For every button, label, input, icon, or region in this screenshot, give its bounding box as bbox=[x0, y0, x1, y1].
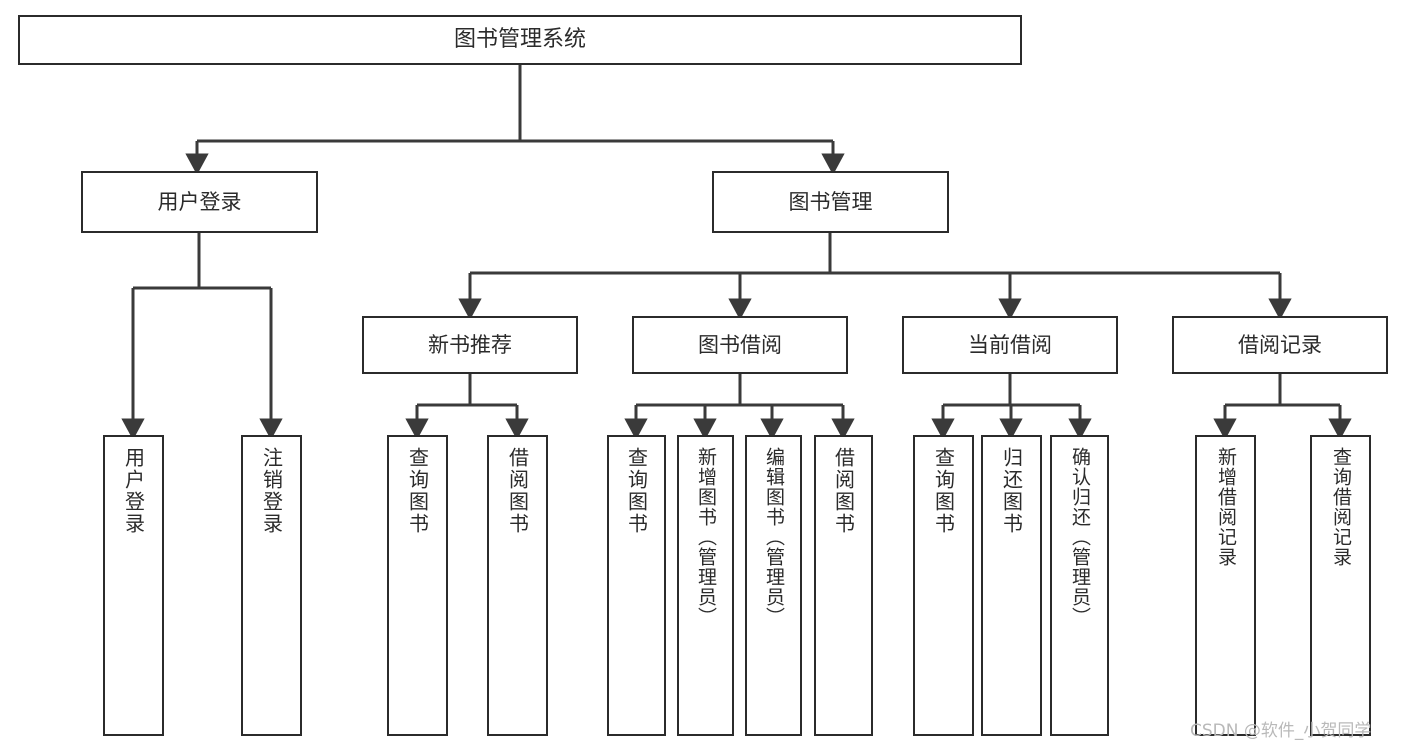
leaf-edit-book-admin[interactable]: 编辑图书（管理员） bbox=[745, 435, 802, 736]
csdn-watermark: CSDN @软件_小贺同学 bbox=[1190, 721, 1372, 741]
node-label: 新增图书（管理员） bbox=[695, 447, 717, 627]
leaf-return-book[interactable]: 归还图书 bbox=[981, 435, 1042, 736]
node-new-book-recommend[interactable]: 新书推荐 bbox=[362, 316, 578, 374]
node-label: 借阅图书 bbox=[831, 447, 856, 535]
leaf-add-book-admin[interactable]: 新增图书（管理员） bbox=[677, 435, 734, 736]
leaf-add-borrow-record[interactable]: 新增借阅记录 bbox=[1195, 435, 1256, 736]
node-label: 图书管理 bbox=[788, 189, 873, 214]
node-user-login-module[interactable]: 用户登录 bbox=[81, 171, 318, 233]
node-borrow-record[interactable]: 借阅记录 bbox=[1172, 316, 1388, 374]
node-label: 图书管理系统 bbox=[453, 27, 586, 53]
node-label: 图书借阅 bbox=[698, 332, 782, 357]
node-label: 确认归还（管理员） bbox=[1069, 447, 1091, 627]
node-label: 借阅记录 bbox=[1238, 332, 1322, 357]
node-label: 查询图书 bbox=[405, 447, 430, 535]
node-label: 查询图书 bbox=[624, 447, 649, 535]
node-label: 查询图书 bbox=[931, 447, 956, 535]
node-label: 查询借阅记录 bbox=[1330, 447, 1352, 567]
node-label: 当前借阅 bbox=[968, 332, 1052, 357]
node-label: 归还图书 bbox=[999, 447, 1024, 535]
node-label: 新增借阅记录 bbox=[1215, 447, 1237, 567]
node-label: 编辑图书（管理员） bbox=[763, 447, 785, 627]
leaf-query-book-recommend[interactable]: 查询图书 bbox=[387, 435, 448, 736]
node-label: 用户登录 bbox=[121, 447, 146, 535]
node-label: 新书推荐 bbox=[428, 332, 512, 357]
leaf-user-login[interactable]: 用户登录 bbox=[103, 435, 164, 736]
leaf-logout[interactable]: 注销登录 bbox=[241, 435, 302, 736]
node-label: 借阅图书 bbox=[505, 447, 530, 535]
leaf-borrow-book[interactable]: 借阅图书 bbox=[814, 435, 873, 736]
node-current-borrow[interactable]: 当前借阅 bbox=[902, 316, 1118, 374]
node-root-system[interactable]: 图书管理系统 bbox=[18, 15, 1022, 65]
node-book-borrow[interactable]: 图书借阅 bbox=[632, 316, 848, 374]
leaf-query-borrow-record[interactable]: 查询借阅记录 bbox=[1310, 435, 1371, 736]
node-book-management-module[interactable]: 图书管理 bbox=[712, 171, 949, 233]
leaf-query-book-borrow[interactable]: 查询图书 bbox=[607, 435, 666, 736]
node-label: 用户登录 bbox=[157, 189, 242, 214]
leaf-confirm-return-admin[interactable]: 确认归还（管理员） bbox=[1050, 435, 1109, 736]
leaf-borrow-book-recommend[interactable]: 借阅图书 bbox=[487, 435, 548, 736]
leaf-query-book-current[interactable]: 查询图书 bbox=[913, 435, 974, 736]
node-label: 注销登录 bbox=[259, 447, 284, 535]
